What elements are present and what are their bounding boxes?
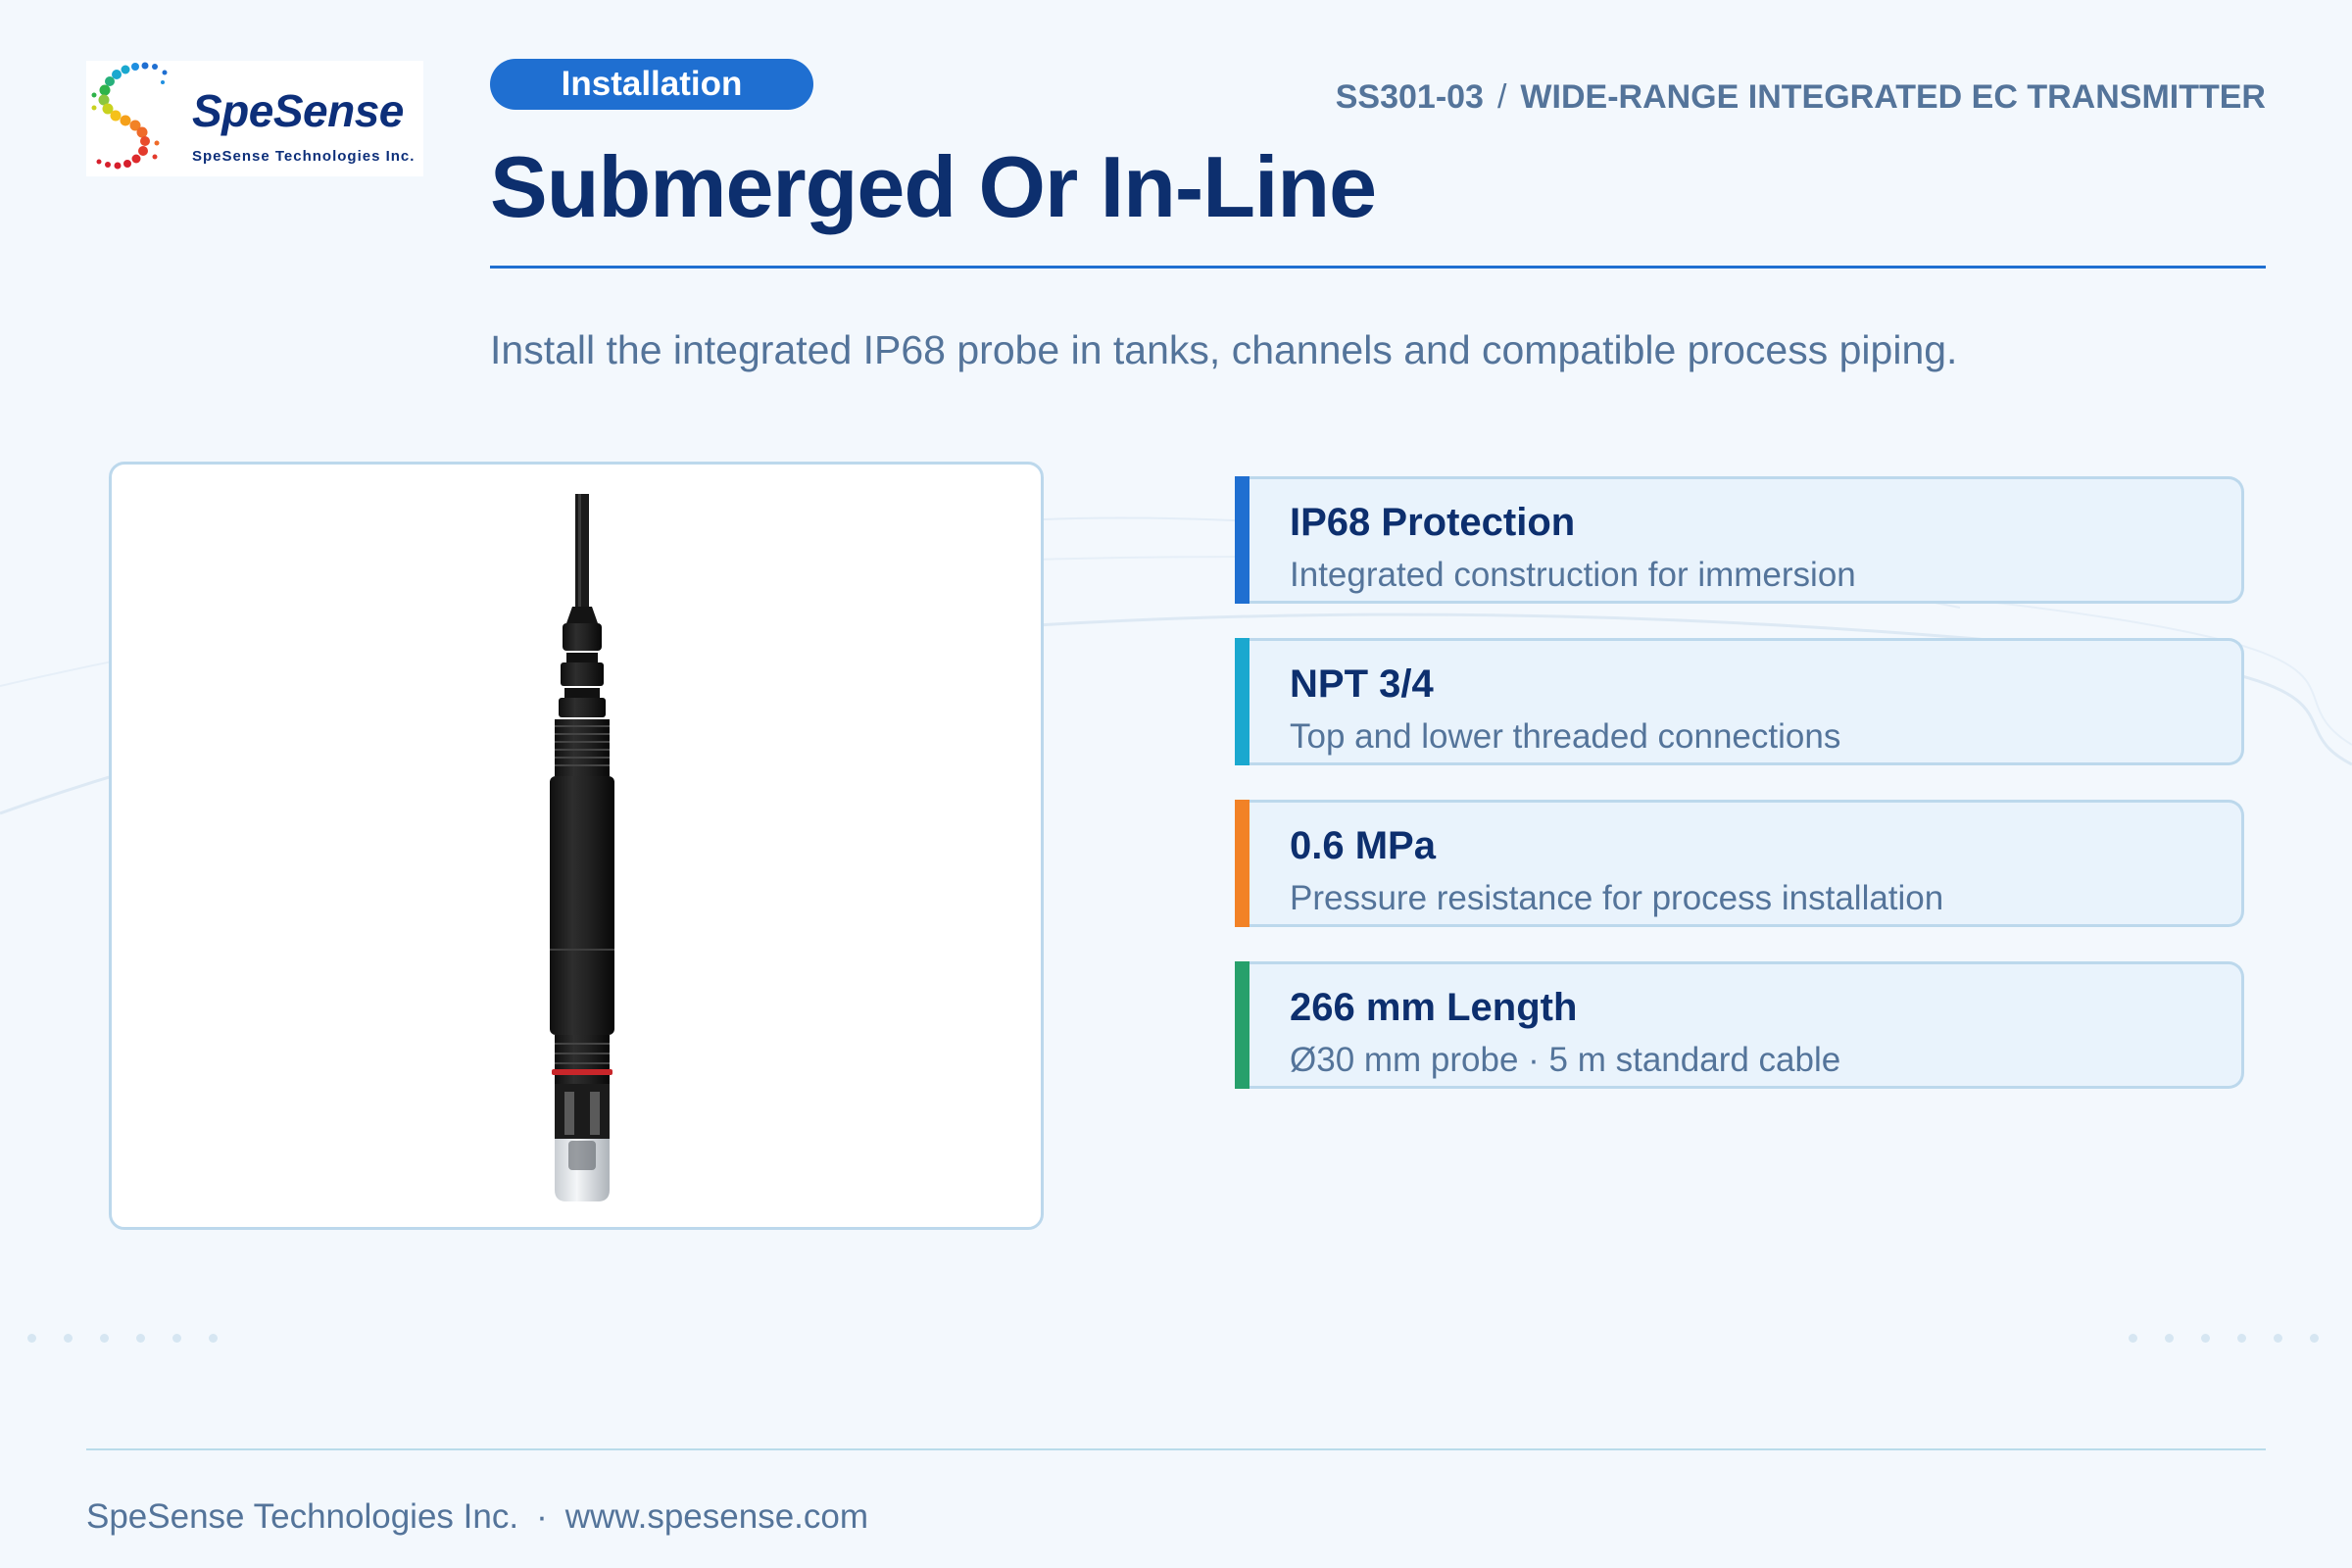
breadcrumb-separator: / bbox=[1496, 78, 1507, 116]
feature-accent-bar bbox=[1235, 638, 1250, 765]
footer: SpeSense Technologies Inc. · www.spesense.… bbox=[86, 1497, 868, 1537]
feature-accent-bar bbox=[1235, 476, 1250, 604]
ec-probe-image bbox=[550, 494, 614, 1201]
feature-description: Pressure resistance for process installa… bbox=[1290, 879, 1944, 917]
brand-logo: SpeSense SpeSense Technologies Inc. bbox=[86, 61, 423, 176]
section-badge: Installation bbox=[490, 59, 813, 110]
title-divider bbox=[490, 266, 2266, 269]
breadcrumb-model: SS301-03 bbox=[1335, 78, 1484, 116]
feature-title: IP68 Protection bbox=[1290, 501, 1576, 544]
feature-description: Top and lower threaded connections bbox=[1290, 717, 1841, 756]
logo-tagline: SpeSense Technologies Inc. bbox=[192, 148, 416, 165]
feature-accent-bar bbox=[1235, 961, 1250, 1089]
feature-card-pressure: 0.6 MPa Pressure resistance for process … bbox=[1235, 800, 2244, 927]
breadcrumb: SS301-03 / WIDE-RANGE INTEGRATED EC TRANSM… bbox=[1336, 78, 2266, 117]
feature-title: 266 mm Length bbox=[1290, 986, 1578, 1029]
page-subtitle: Install the integrated IP68 probe in tan… bbox=[490, 327, 1958, 372]
feature-accent-bar bbox=[1235, 800, 1250, 927]
feature-description: Integrated construction for immersion bbox=[1290, 556, 1856, 594]
footer-divider bbox=[86, 1448, 2266, 1450]
feature-description: Ø30 mm probe · 5 m standard cable bbox=[1290, 1041, 1841, 1079]
page-title: Submerged Or In-Line bbox=[490, 138, 1377, 235]
feature-card-ip68: IP68 Protection Integrated construction … bbox=[1235, 476, 2244, 604]
footer-company: SpeSense Technologies Inc. bbox=[86, 1497, 519, 1536]
feature-title: NPT 3/4 bbox=[1290, 662, 1434, 706]
decorative-dots-right bbox=[2129, 1334, 2319, 1343]
feature-card-npt: NPT 3/4 Top and lower threaded connectio… bbox=[1235, 638, 2244, 765]
footer-website-link[interactable]: www.spesense.com bbox=[564, 1497, 869, 1536]
feature-card-length: 266 mm Length Ø30 mm probe · 5 m standar… bbox=[1235, 961, 2244, 1089]
breadcrumb-product: WIDE-RANGE INTEGRATED EC TRANSMITTER bbox=[1520, 78, 2266, 116]
decorative-dots-left bbox=[27, 1334, 218, 1343]
logo-mark-icon bbox=[91, 62, 168, 170]
product-image-card bbox=[109, 462, 1044, 1230]
footer-separator: · bbox=[536, 1497, 548, 1536]
logo-wordmark: SpeSense bbox=[192, 85, 404, 136]
feature-title: 0.6 MPa bbox=[1290, 824, 1436, 867]
